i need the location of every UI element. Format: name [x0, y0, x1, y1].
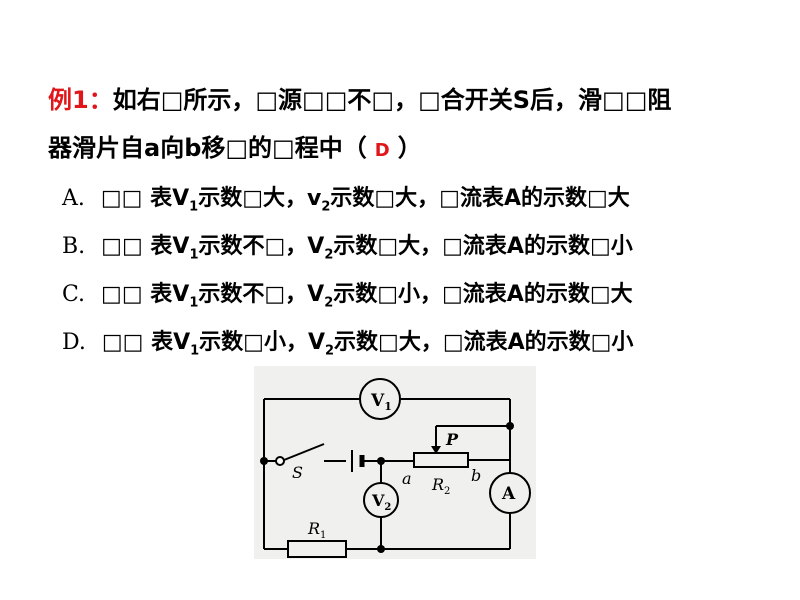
option-text: 示数□小，□流表A的示数□大 — [333, 282, 633, 307]
option-sub: 1 — [189, 295, 199, 311]
terminal-a-label: a — [402, 469, 412, 488]
junction-bottom — [377, 545, 385, 553]
question-line-2: 器滑片自a向b移□的□程中（ D ） — [48, 132, 422, 167]
question-line-1: 例1：如右□所示，□源□□不□，□合开关S后，滑□□阻 — [48, 84, 671, 116]
option-a: A. □□ 表V1示数□大，v2示数□大，□流表A的示数□大 — [62, 184, 630, 222]
r1-label: R1 — [307, 519, 326, 541]
circuit-figure: V1 V2 A S P a b R2 R1 — [254, 366, 536, 559]
question-text-1: 如右□所示，□源□□不□，□合开关S后，滑□□阻 — [112, 86, 672, 114]
option-sub: 2 — [324, 247, 334, 263]
option-c: C. □□ 表V1示数不□，V2示数□小，□流表A的示数□大 — [62, 280, 633, 318]
slider-arrow-icon — [431, 446, 441, 454]
resistor-r2 — [413, 452, 469, 468]
ammeter-label: A — [501, 484, 516, 504]
close-paren: ） — [397, 134, 422, 162]
option-text: 示数不□，V — [198, 234, 325, 259]
option-b: B. □□ 表V1示数不□，V2示数□大，□流表A的示数□小 — [62, 232, 633, 270]
option-text: 示数不□，V — [198, 282, 325, 307]
voltmeter-v2 — [363, 482, 399, 518]
junction-a — [377, 457, 385, 465]
option-sub: 1 — [190, 343, 200, 359]
circuit-diagram: V1 V2 A S P a b R2 R1 — [260, 378, 531, 558]
option-letter: C. — [62, 282, 86, 307]
option-sub: 2 — [324, 295, 334, 311]
question-text-2: 器滑片自a向b移□的□程中（ — [48, 134, 367, 162]
slider-label: P — [445, 430, 459, 449]
option-text: □□ 表V — [101, 282, 190, 307]
v1-label: V1 — [370, 391, 392, 413]
option-d: D. □□ 表V1示数□小，V2示数□大，□流表A的示数□小 — [62, 328, 633, 366]
option-text: 示数□大，□流表A的示数□大 — [330, 186, 630, 211]
option-text: 示数□大，□流表A的示数□小 — [333, 234, 633, 259]
option-text: □□ 表V — [101, 330, 191, 355]
junction-left — [260, 457, 268, 465]
r2-label: R2 — [431, 475, 450, 497]
switch-pivot — [275, 456, 285, 466]
junction-slider — [506, 422, 514, 430]
answer-letter: D — [374, 140, 390, 161]
option-sub: 2 — [325, 343, 335, 359]
terminal-b-label: b — [471, 466, 481, 485]
voltmeter-v1 — [359, 378, 401, 420]
resistor-r1 — [287, 540, 347, 558]
option-text: 示数□大，□流表A的示数□小 — [334, 330, 634, 355]
option-letter: D. — [62, 330, 86, 355]
option-text: 示数□小，V — [199, 330, 325, 355]
option-letter: A. — [62, 186, 85, 211]
option-text: 示数□大，v — [198, 186, 322, 211]
option-sub: 2 — [321, 199, 331, 215]
switch-blade — [283, 443, 325, 461]
ammeter-a — [489, 472, 531, 514]
option-sub: 1 — [189, 199, 199, 215]
option-sub: 1 — [189, 247, 199, 263]
option-text: □□ 表V — [101, 234, 190, 259]
option-text: □□ 表V — [100, 186, 190, 211]
question-label: 例1： — [48, 86, 113, 114]
option-letter: B. — [62, 234, 86, 259]
switch-label: S — [292, 463, 303, 482]
v2-label: V2 — [371, 491, 391, 513]
